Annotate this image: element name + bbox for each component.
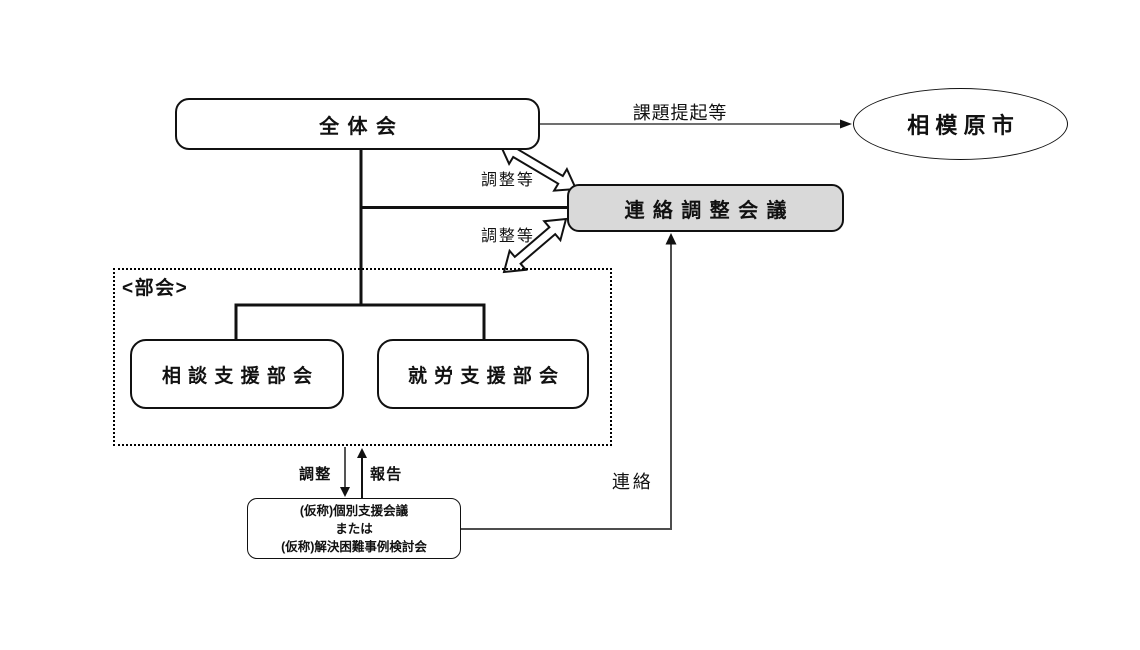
label-hokoku: 報告 [370, 466, 403, 483]
kobetsu-line2: または [335, 521, 373, 536]
node-zentaikai: 全体会 [175, 98, 540, 150]
kobetsu-line3: (仮称)解決困難事例検討会 [281, 539, 427, 554]
node-kobetsu-shien-kaigi: (仮称)個別支援会議 または (仮称)解決困難事例検討会 [247, 498, 461, 559]
label-kadai-teikito: 課題提起等 [632, 103, 728, 123]
node-renraku-chosei-kaigi: 連絡調整会議 [567, 184, 844, 232]
label-renraku: 連絡 [612, 472, 654, 492]
chosei-arrowhead-icon [340, 487, 350, 497]
renraku-line [460, 237, 672, 530]
node-sodan-shien-bukai: 相談支援部会 [130, 339, 344, 409]
node-shuro-shien-bukai: 就労支援部会 [377, 339, 589, 409]
hokoku-arrowhead-icon [357, 448, 367, 458]
kadai-teiki-arrowhead-icon [840, 119, 852, 129]
bukai-group-heading: <部会> [122, 278, 189, 299]
node-sagamihara-city: 相模原市 [853, 88, 1068, 160]
kobetsu-line1: (仮称)個別支援会議 [299, 503, 409, 518]
choseito-lower-double-arrow-icon [502, 217, 568, 274]
bukai-group-frame [113, 268, 612, 446]
label-choseito-upper: 調整等 [481, 172, 535, 189]
label-choseito-lower: 調整等 [481, 228, 535, 245]
label-chosei: 調整 [299, 466, 332, 483]
renraku-arrowhead-icon [665, 233, 677, 245]
